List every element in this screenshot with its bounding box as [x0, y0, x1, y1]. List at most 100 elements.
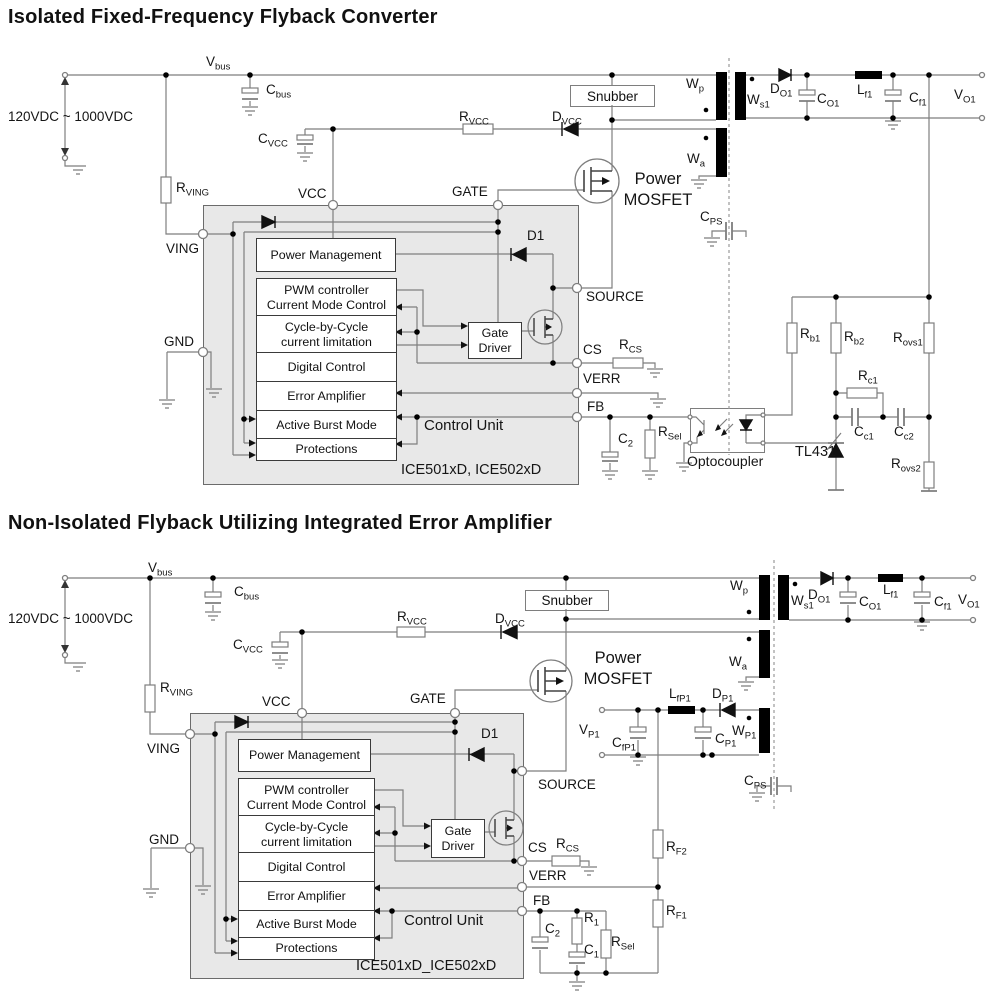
- block-label: Gate: [444, 823, 472, 838]
- block-label: Active Burst Mode: [256, 917, 357, 932]
- label-pin-fb-bottom: FB: [533, 893, 551, 908]
- block-label: PWM controller: [284, 282, 369, 297]
- label-pin-vcc-top: VCC: [298, 186, 327, 201]
- label-rcs-bottom: RCS: [556, 836, 579, 855]
- bottom-signal-arrows: [61, 580, 431, 957]
- label-cc2: Cc2: [894, 424, 914, 443]
- block-label: current limitation: [281, 334, 372, 349]
- label-co1-bottom: CO1: [859, 594, 882, 613]
- top-ground-symbols: [70, 106, 901, 480]
- label-rb1: Rb1: [800, 326, 821, 345]
- label-rf2: RF2: [666, 839, 687, 858]
- top-windings-inductors: [716, 71, 882, 177]
- label-wa-bottom: Wa: [729, 654, 748, 673]
- label-vbus-top: Vbus: [206, 54, 231, 73]
- label-pin-gate-top: GATE: [452, 184, 488, 199]
- page-title-top: Isolated Fixed-Frequency Flyback Convert…: [8, 6, 438, 28]
- label-dvcc-bottom: DVCC: [495, 611, 525, 630]
- label-do1-bottom: DO1: [808, 587, 831, 606]
- block-label: Current Mode Control: [266, 297, 387, 312]
- bottom-junction-dots: [147, 575, 925, 976]
- label-pin-gnd-top: GND: [164, 334, 194, 349]
- label-pin-verr-bottom: VERR: [529, 868, 567, 883]
- block-label: PWM controller: [264, 782, 349, 797]
- bottom-ground-symbols: [70, 611, 930, 991]
- block-error-amplifier-top: Error Amplifier: [256, 381, 397, 412]
- label-vbus-bottom: Vbus: [148, 560, 173, 579]
- bottom-pins-terminals: [61, 574, 977, 917]
- block-label: Error Amplifier: [267, 889, 346, 904]
- label-pin-ving-top: VING: [166, 241, 200, 256]
- block-label: Gate: [481, 325, 509, 340]
- top-junction-dots: [163, 72, 932, 422]
- label-cfp1: CfP1: [612, 735, 637, 754]
- bottom-diodes: [234, 570, 835, 763]
- block-label: Error Amplifier: [287, 389, 366, 404]
- label-input-range-top: 120VDC ~ 1000VDC: [8, 109, 133, 124]
- label-cbus-bottom: Cbus: [234, 584, 260, 603]
- label-part-number-top: ICE501xD, ICE502xD: [401, 462, 542, 478]
- label-cps-bottom: CPS: [744, 773, 767, 792]
- block-digital-control-bottom: Digital Control: [238, 852, 375, 883]
- top-diodes: [261, 67, 845, 458]
- top-circuit-wires: [64, 74, 982, 491]
- label-wp1: WP1: [732, 723, 757, 742]
- label-c1: C1: [584, 942, 600, 961]
- block-digital-control-top: Digital Control: [256, 352, 397, 383]
- block-label: Digital Control: [287, 360, 366, 375]
- top-signal-arrows: [61, 77, 727, 459]
- label-ws1-top: Ws1: [747, 92, 770, 111]
- block-label: current limitation: [261, 834, 352, 849]
- label-dvcc-top: DVCC: [552, 109, 582, 128]
- label-lfp1: LfP1: [669, 686, 691, 705]
- label-pin-fb-top: FB: [587, 399, 605, 414]
- label-part-number-bottom: ICE501xD_ICE502xD: [356, 958, 497, 974]
- snubber-label-bottom: Snubber: [541, 593, 593, 608]
- label-pin-source-bottom: SOURCE: [538, 777, 596, 792]
- block-error-amplifier-bottom: Error Amplifier: [238, 881, 375, 912]
- label-vp1: VP1: [579, 722, 600, 741]
- label-d1-top: D1: [527, 228, 545, 243]
- label-cf1-bottom: Cf1: [934, 594, 952, 613]
- block-label: Power Management: [249, 748, 360, 763]
- label-cc1: Cc1: [854, 424, 874, 443]
- block-label: Digital Control: [267, 860, 346, 875]
- block-label: Current Mode Control: [246, 797, 367, 812]
- block-label: Power Management: [270, 247, 382, 262]
- label-rovs2: Rovs2: [891, 456, 921, 475]
- label-r1: R1: [584, 910, 600, 929]
- bottom-circuit-wires: [64, 577, 973, 981]
- label-wp-top: Wp: [686, 76, 705, 95]
- block-protections-top: Protections: [256, 438, 397, 461]
- snubber-box-bottom: Snubber: [525, 590, 609, 611]
- label-d1-bottom: D1: [481, 726, 499, 741]
- label-rsel-bottom: RSel: [611, 934, 635, 953]
- label-cvcc-bottom: CVCC: [233, 637, 263, 656]
- label-vo1-bottom: VO1: [958, 592, 980, 611]
- label-tl431: TL431: [795, 444, 837, 460]
- label-pin-gnd-bottom: GND: [149, 832, 179, 847]
- label-c2-bottom: C2: [545, 921, 561, 940]
- block-label: Driver: [441, 838, 475, 853]
- block-label: Cycle-by-Cycle: [264, 819, 349, 834]
- label-wa-top: Wa: [687, 151, 706, 170]
- block-protections-bottom: Protections: [238, 937, 375, 960]
- label-rf1: RF1: [666, 903, 687, 922]
- top-resistors: [160, 123, 935, 489]
- label-vo1-top: VO1: [954, 87, 976, 106]
- block-label: Protections: [275, 941, 338, 956]
- top-capacitors: [241, 87, 937, 492]
- label-rsel-top: RSel: [658, 424, 682, 443]
- label-rvcc-bottom: RVCC: [397, 609, 427, 628]
- top-mosfets: [527, 158, 620, 345]
- label-cp1: CP1: [715, 731, 737, 750]
- label-pin-cs-top: CS: [583, 342, 602, 357]
- bottom-resistors: [144, 626, 664, 959]
